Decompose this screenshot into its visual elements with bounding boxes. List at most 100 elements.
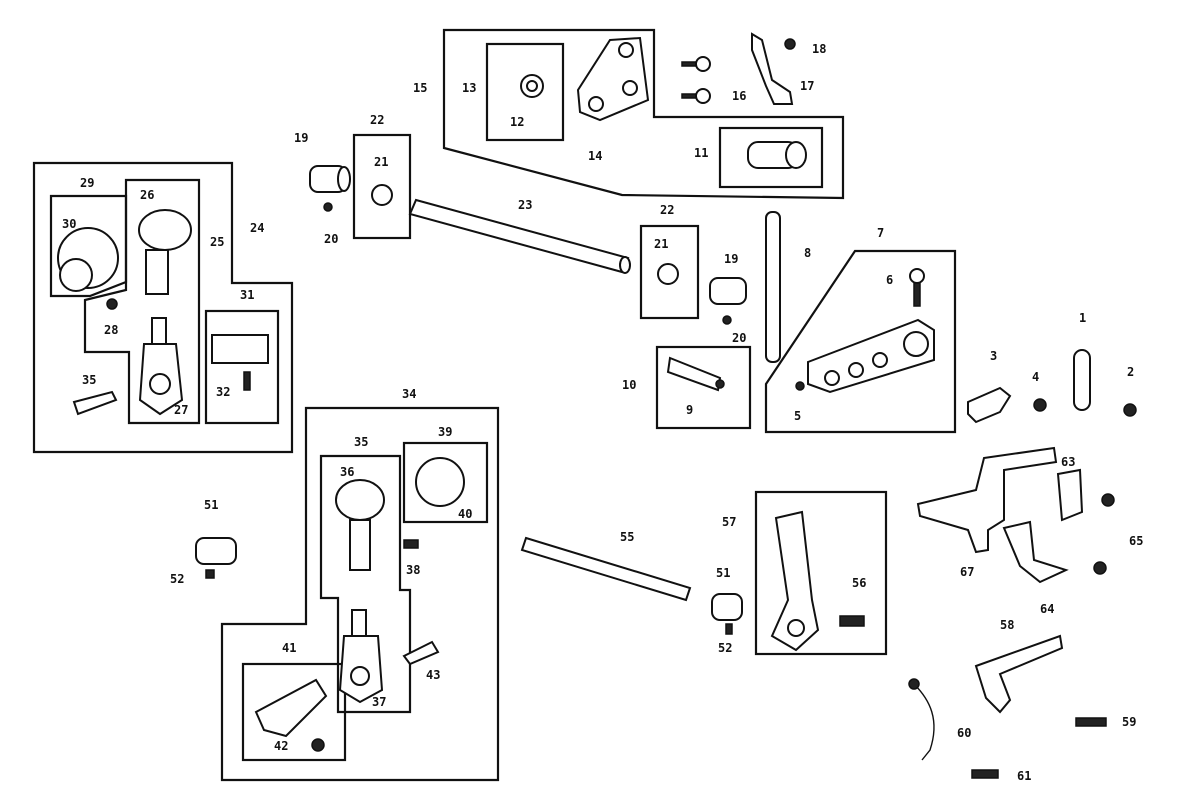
part-51-collar	[711, 593, 743, 621]
part-65-screw	[1101, 493, 1115, 507]
group-22-right-box	[639, 224, 700, 320]
label-19: 19	[724, 252, 738, 266]
label-67: 67	[960, 565, 974, 579]
label-12: 12	[510, 115, 524, 129]
label-41: 41	[282, 641, 296, 655]
label-21: 21	[654, 237, 668, 251]
part-51-collar	[195, 537, 237, 565]
part-60-head	[908, 678, 920, 690]
label-14: 14	[588, 149, 602, 163]
label-37: 37	[372, 695, 386, 709]
part-labels: 15 13 12 14 16 17 18 11 22 19 21 20 23 2…	[62, 42, 1143, 783]
parts	[57, 32, 1137, 779]
part-1-link	[1073, 349, 1091, 411]
part-20-screw	[323, 202, 333, 212]
label-52: 52	[170, 572, 184, 586]
label-35: 35	[82, 373, 96, 387]
label-64: 64	[1040, 602, 1054, 616]
label-39: 39	[438, 425, 452, 439]
part-59-screw	[1075, 717, 1107, 727]
part-9-ring	[715, 379, 725, 389]
part-11-end	[785, 141, 807, 169]
label-57: 57	[722, 515, 736, 529]
part-23-end	[619, 256, 631, 274]
group-25-box	[83, 178, 201, 425]
part-20-screw	[722, 315, 732, 325]
label-5: 5	[794, 409, 801, 423]
group-24-box	[32, 161, 294, 454]
part-42-screw	[311, 738, 325, 752]
label-38: 38	[406, 563, 420, 577]
label-22: 22	[370, 113, 384, 127]
label-11: 11	[694, 146, 708, 160]
part-14-hole	[588, 96, 604, 112]
part-8-rod	[765, 211, 781, 363]
part-14-hole	[618, 42, 634, 58]
group-29-box	[49, 194, 128, 298]
part-7-hole	[903, 331, 929, 357]
label-42: 42	[274, 739, 288, 753]
part-7-arm	[807, 318, 935, 394]
label-58: 58	[1000, 618, 1014, 632]
part-7-hole	[872, 352, 888, 368]
label-2: 2	[1127, 365, 1134, 379]
label-61: 61	[1017, 769, 1031, 783]
group-41-box	[241, 662, 347, 762]
part-52-screw	[725, 623, 733, 635]
label-13: 13	[462, 81, 476, 95]
part-19-collar	[709, 277, 747, 305]
part-28-screw	[106, 298, 118, 310]
label-1: 1	[1079, 311, 1086, 325]
part-6-head	[909, 268, 925, 284]
part-19-end	[337, 166, 351, 192]
label-22: 22	[660, 203, 674, 217]
part-21-collar	[371, 184, 393, 206]
part-60-wire	[913, 683, 935, 761]
label-15: 15	[413, 81, 427, 95]
part-26-ring	[138, 209, 192, 251]
label-56: 56	[852, 576, 866, 590]
part-26-stem	[145, 249, 169, 295]
part-31-block	[211, 334, 269, 364]
label-35: 35	[354, 435, 368, 449]
part-43-bolt	[402, 640, 440, 666]
label-26: 26	[140, 188, 154, 202]
group-31-box	[204, 309, 280, 425]
part-64-spring-plate	[1002, 520, 1069, 584]
part-35-bolt	[72, 390, 118, 416]
part-32-screw	[243, 371, 251, 391]
label-3: 3	[990, 349, 997, 363]
label-65: 65	[1129, 534, 1143, 548]
part-57-hole	[787, 619, 805, 637]
label-40: 40	[458, 507, 472, 521]
label-31: 31	[240, 288, 254, 302]
part-17-lever	[751, 32, 794, 105]
part-10-pin	[666, 356, 722, 392]
part-18-screw	[784, 38, 796, 50]
group-7-box	[764, 249, 957, 434]
part-12-hole	[526, 80, 538, 92]
label-60: 60	[957, 726, 971, 740]
part-63-block	[1056, 468, 1084, 522]
part-58-guide	[974, 634, 1064, 714]
label-21: 21	[374, 155, 388, 169]
group-35-box	[319, 454, 412, 714]
part-41-arm	[254, 678, 328, 738]
part-57-lever	[770, 510, 820, 652]
label-23: 23	[518, 198, 532, 212]
part-36-stem	[349, 519, 371, 571]
part-2-screw	[1123, 403, 1137, 417]
label-43: 43	[426, 668, 440, 682]
group-22-left-box	[352, 133, 412, 240]
label-10: 10	[622, 378, 636, 392]
label-4: 4	[1032, 370, 1039, 384]
label-16: 16	[732, 89, 746, 103]
part-21-collar	[657, 263, 679, 285]
label-8: 8	[804, 246, 811, 260]
label-28: 28	[104, 323, 118, 337]
label-17: 17	[800, 79, 814, 93]
part-38-screw	[403, 539, 419, 549]
label-32: 32	[216, 385, 230, 399]
part-36-ring	[335, 479, 385, 521]
